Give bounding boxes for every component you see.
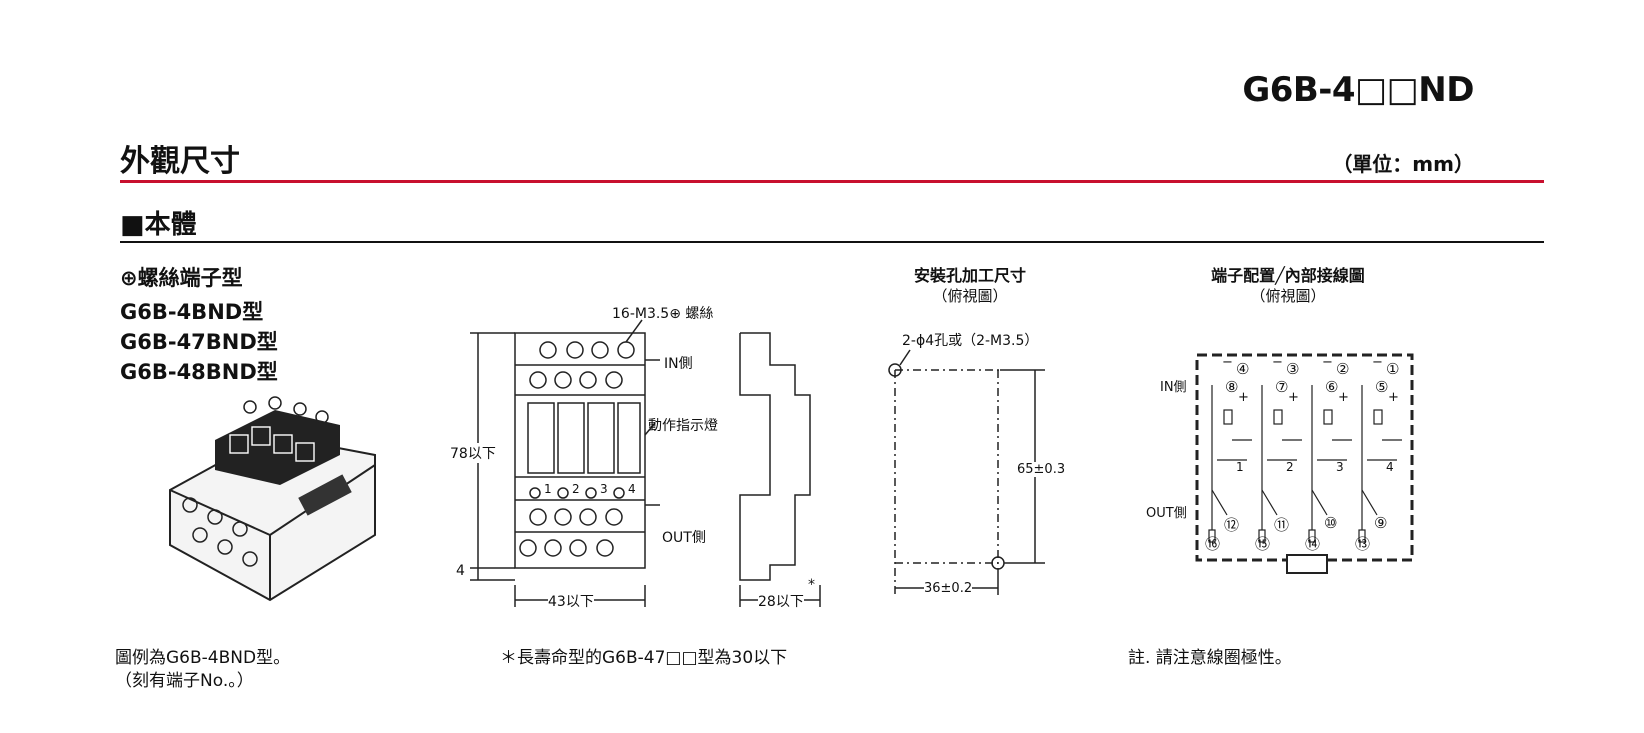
- dimension-drawing: [470, 319, 821, 607]
- out-side-label: OUT側: [662, 530, 706, 546]
- terminal-11: ⑪: [1274, 516, 1290, 534]
- mounting-hole-drawing: [888, 349, 1045, 595]
- channel-number-3: 3: [1336, 460, 1344, 474]
- height-dimension: 78以下: [450, 443, 496, 463]
- photo-caption-2: （刻有端子No.。）: [115, 671, 254, 691]
- terminal-6: ⑥: [1325, 378, 1339, 396]
- in-screws: [519, 341, 635, 557]
- in-side-label: IN側: [664, 356, 693, 372]
- terminal-2: ②: [1336, 360, 1350, 378]
- terminal-16: ⑯: [1205, 535, 1221, 553]
- unit-label: （單位：mm）: [1332, 152, 1474, 176]
- minus-sign-1: −: [1372, 355, 1383, 370]
- longlife-footnote: ＊長壽命型的G6B-47□□型為30以下: [500, 648, 788, 668]
- mounting-subtitle: （俯視圖）: [932, 287, 1008, 305]
- model-line-2: G6B-47BND型: [120, 330, 278, 354]
- plus-sign-2: +: [1338, 390, 1349, 405]
- terminal-7: ⑦: [1275, 378, 1289, 396]
- horizontal-dimension: 36±0.2: [924, 581, 973, 596]
- terminal-3: ③: [1286, 360, 1300, 378]
- screw-label: 16-M3.5⊕ 螺絲: [612, 306, 714, 322]
- channel-1: [1358, 385, 1402, 543]
- plus-sign-4: +: [1238, 390, 1249, 405]
- terminal-9: ⑨: [1374, 514, 1388, 532]
- channel-4: [1208, 385, 1252, 543]
- model-line-3: G6B-48BND型: [120, 360, 278, 384]
- offset-dimension: 4: [456, 563, 465, 579]
- wiring-diagram: [1195, 353, 1414, 574]
- terminal-5: ⑤: [1375, 378, 1389, 396]
- product-illustration: [169, 396, 376, 602]
- led-number-1: 1: [544, 482, 552, 496]
- wiring-in-label: IN側: [1160, 380, 1187, 395]
- terminal-15: ⑮: [1255, 535, 1271, 553]
- subsection-title: ■本體: [120, 210, 197, 240]
- channel-number-4: 4: [1386, 460, 1394, 474]
- terminal-4: ④: [1236, 360, 1250, 378]
- terminal-8: ⑧: [1225, 378, 1239, 396]
- led-number-2: 2: [572, 482, 580, 496]
- wiring-out-label: OUT側: [1146, 506, 1187, 521]
- vertical-dimension: 65±0.3: [1017, 462, 1066, 477]
- asterisk-mark: *: [808, 577, 815, 593]
- led-number-4: 4: [628, 482, 636, 496]
- channel-number-2: 2: [1286, 460, 1294, 474]
- terminal-type-title: ⊕螺絲端子型: [120, 266, 243, 290]
- hole-label: 2-ϕ4孔或（2-M3.5）: [902, 333, 1039, 349]
- terminal-subtitle: （俯視圖）: [1250, 287, 1326, 305]
- indicator-label: 動作指示燈: [648, 418, 718, 434]
- mounting-title: 安裝孔加工尺寸: [913, 266, 1026, 285]
- terminal-title: 端子配置╱內部接線圖: [1211, 266, 1365, 285]
- channel-number-1: 1: [1236, 460, 1244, 474]
- model-line-1: G6B-4BND型: [120, 300, 264, 324]
- width-dimension: 43以下: [548, 591, 594, 611]
- terminal-14: ⑭: [1305, 535, 1321, 553]
- led-number-3: 3: [600, 482, 608, 496]
- minus-sign-3: −: [1272, 355, 1283, 370]
- section-title: 外觀尺寸: [120, 144, 240, 179]
- plus-sign-1: +: [1388, 390, 1399, 405]
- channel-2: [1308, 385, 1352, 543]
- terminal-1: ①: [1386, 360, 1400, 378]
- terminal-10: ⑩: [1324, 514, 1338, 532]
- depth-dimension: 28以下: [758, 591, 804, 611]
- plus-sign-3: +: [1288, 390, 1299, 405]
- terminal-13: ⑬: [1355, 535, 1371, 553]
- polarity-note: 註. 請注意線圈極性。: [1128, 648, 1292, 668]
- minus-sign-4: −: [1222, 355, 1233, 370]
- photo-caption-1: 圖例為G6B-4BND型。: [115, 648, 291, 668]
- channel-3: [1258, 385, 1302, 543]
- minus-sign-2: −: [1322, 355, 1333, 370]
- model-title: G6B-4□□ND: [1242, 70, 1474, 110]
- black-divider: [120, 241, 1544, 243]
- red-divider: [120, 180, 1544, 183]
- terminal-12: ⑫: [1224, 516, 1240, 534]
